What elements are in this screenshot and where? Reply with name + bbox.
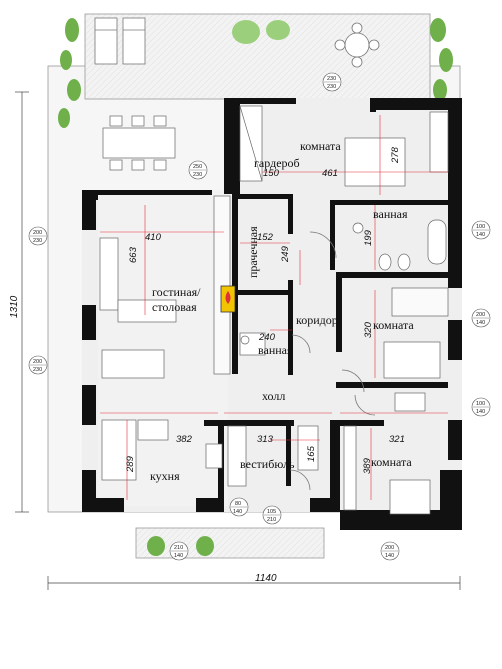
walls: [82, 98, 462, 530]
window-w5-a: 200: [476, 312, 485, 318]
bottom-terrace: [135, 527, 325, 559]
window-badge-w5: 200 140: [471, 308, 491, 328]
label-vestibyul: вестибюль: [240, 457, 295, 471]
window-badge-w6: 200 230: [28, 355, 48, 375]
label-garderob: гардероб: [254, 156, 300, 170]
outdoor-dining: [102, 115, 176, 171]
dim-199: 199: [363, 229, 374, 246]
window-w6-a: 200: [33, 359, 42, 365]
total-height: 1310: [9, 295, 20, 318]
label-prachechnaya: прачечная: [246, 226, 260, 278]
window-badge-w3: 200 230: [28, 226, 48, 246]
terrace-table: [334, 22, 380, 68]
label-holl: холл: [262, 389, 285, 403]
window-w4-b: 140: [476, 232, 485, 238]
label-komnata-mid: комната: [373, 318, 414, 332]
window-w2-a: 250: [193, 164, 202, 170]
window-badges: 230 230 250 230 200 230 100 140 200 140: [28, 72, 491, 561]
window-badge-w7: 100 140: [471, 397, 491, 417]
window-w8-a: 80: [235, 501, 241, 507]
window-badge-w11: 200 140: [380, 541, 400, 561]
sun-loungers: [94, 17, 146, 65]
label-vannaya-top: ванная: [373, 207, 408, 221]
plants: [58, 18, 453, 556]
dim-249: 249: [280, 245, 291, 263]
window-w10-b: 140: [174, 553, 183, 559]
dim-410: 410: [145, 232, 162, 243]
dim-240: 240: [258, 332, 276, 343]
dim-152: 152: [257, 232, 274, 243]
dim-165: 165: [306, 445, 317, 462]
dim-320: 320: [363, 321, 374, 338]
window-w1-a: 230: [327, 76, 336, 82]
total-width: 1140: [255, 573, 277, 584]
label-vannaya-small: ванная: [258, 343, 293, 357]
window-w9-b: 210: [267, 517, 276, 523]
window-w7-a: 100: [476, 401, 485, 407]
window-w8-b: 140: [233, 509, 242, 515]
window-w1-b: 230: [327, 84, 336, 90]
furniture: [99, 105, 449, 515]
window-w11-a: 200: [385, 545, 394, 551]
window-badge-w1: 230 230: [322, 72, 342, 92]
label-komnata-top: комната: [300, 139, 341, 153]
window-w6-b: 230: [33, 367, 42, 373]
window-w9-a: 105: [267, 509, 276, 515]
label-koridor: коридор: [296, 313, 338, 327]
window-w2-b: 230: [193, 172, 202, 178]
window-badge-w4: 100 140: [471, 220, 491, 240]
window-badge-w2: 250 230: [188, 160, 208, 180]
fire-icon: [225, 291, 231, 304]
label-gostinaya-1: гостиная/: [152, 285, 201, 299]
dim-382: 382: [176, 434, 193, 445]
window-badge-w9: 105 210: [262, 505, 282, 525]
label-kuhnya: кухня: [150, 469, 180, 483]
window-w4-a: 100: [476, 224, 485, 230]
doors: [289, 231, 376, 491]
label-gostinaya-2: столовая: [152, 300, 197, 314]
dim-313: 313: [257, 434, 274, 445]
dim-321: 321: [389, 434, 405, 445]
dimension-lines: [100, 115, 448, 500]
dim-150: 150: [263, 168, 280, 179]
dim-289: 289: [125, 455, 136, 473]
window-w5-b: 140: [476, 320, 485, 326]
dim-663: 663: [128, 246, 139, 263]
dim-461: 461: [322, 168, 338, 179]
window-badge-w10: 210 140: [169, 541, 189, 561]
overall-dimensions: [15, 91, 461, 590]
window-w10-a: 210: [174, 545, 183, 551]
window-w7-b: 140: [476, 409, 485, 415]
label-komnata-bottom: комната: [371, 455, 412, 469]
window-w3-a: 200: [33, 230, 42, 236]
window-badge-w8: 80 140: [229, 497, 249, 517]
dim-278: 278: [390, 146, 401, 164]
window-w3-b: 230: [33, 238, 42, 244]
window-w11-b: 140: [385, 553, 394, 559]
dim-389: 389: [362, 457, 373, 474]
